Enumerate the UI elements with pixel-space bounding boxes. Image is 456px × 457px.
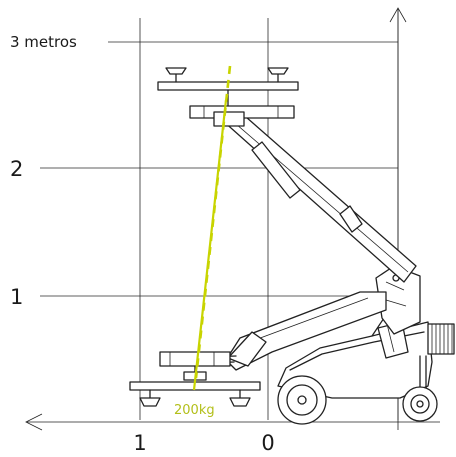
load-label: 200kg	[174, 403, 215, 418]
axis-y-label-1: 1	[10, 285, 23, 309]
upper-suction-frame	[157, 67, 299, 127]
axis-x-label-1: 1	[133, 431, 146, 455]
axis-top-label: 3 metros	[10, 33, 77, 51]
load-path-solid	[192, 99, 228, 391]
front-wheel	[277, 375, 327, 425]
axis-y-label-2: 2	[10, 157, 23, 181]
vehicle-body	[277, 311, 433, 399]
counterweight	[427, 323, 455, 355]
rear-wheel	[402, 386, 438, 422]
load-path	[192, 65, 232, 391]
upper-boom	[221, 109, 417, 283]
axis-x-label-0: 0	[261, 431, 274, 455]
horizontal-axis-arrow	[25, 413, 440, 431]
